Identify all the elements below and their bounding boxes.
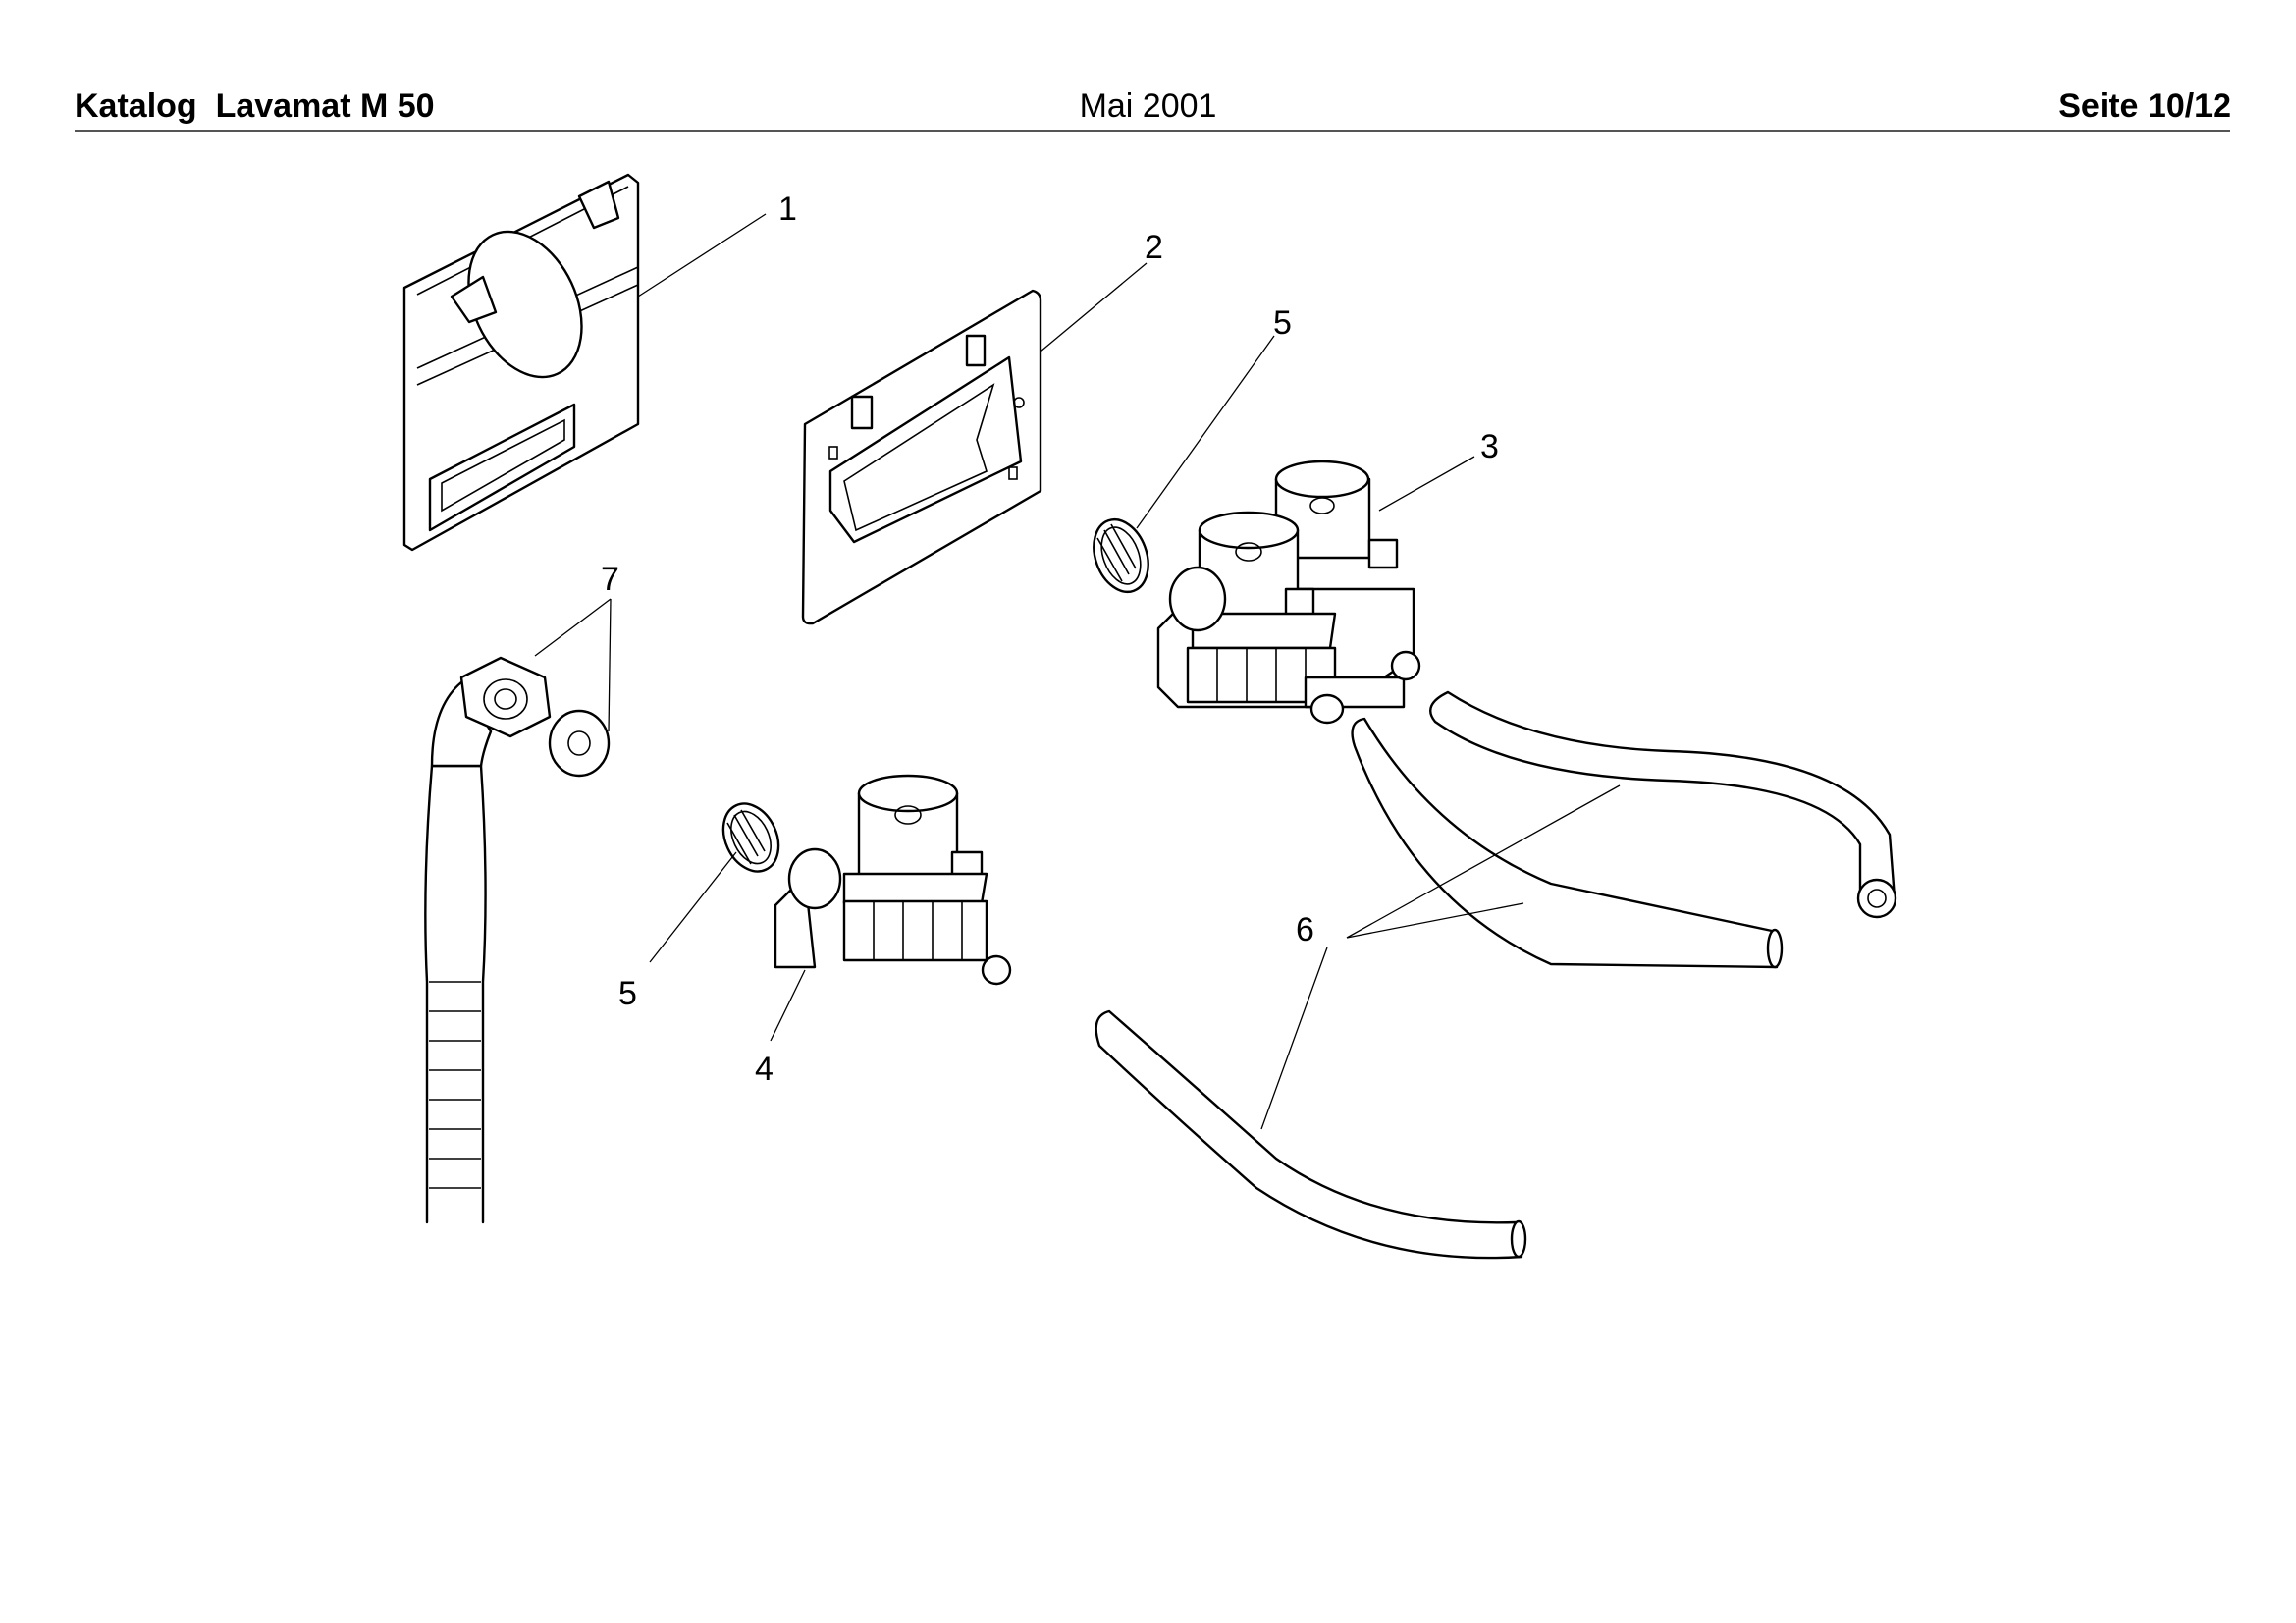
part-5-strainer-upper <box>1093 518 1149 593</box>
part-2-frame-plate <box>801 289 1042 625</box>
callout-labels: 1 2 5 3 7 6 5 4 <box>601 190 1499 1088</box>
callout-2: 2 <box>1145 229 1163 266</box>
page-number: Seite 10/12 <box>2058 87 2231 125</box>
callout-5-lower: 5 <box>618 975 637 1012</box>
part-5-strainer-lower <box>721 802 780 873</box>
part-3-double-valve <box>1156 460 1421 725</box>
part-7-inlet-hose <box>424 656 611 1224</box>
callout-4: 4 <box>755 1051 774 1088</box>
leader-lines <box>534 213 1621 1130</box>
callout-7: 7 <box>601 561 619 598</box>
callout-6: 6 <box>1296 911 1314 948</box>
callout-1: 1 <box>778 190 797 228</box>
part-4-single-valve <box>774 774 1012 986</box>
header-rule <box>75 130 2230 132</box>
part-1-bracket <box>402 173 640 552</box>
catalog-title: Katalog Lavamat M 50 <box>75 87 435 125</box>
part-6-hoses <box>1095 690 1897 1260</box>
catalog-date: Mai 2001 <box>1079 87 1217 125</box>
callout-5-upper: 5 <box>1273 304 1292 342</box>
callout-3: 3 <box>1480 428 1499 465</box>
